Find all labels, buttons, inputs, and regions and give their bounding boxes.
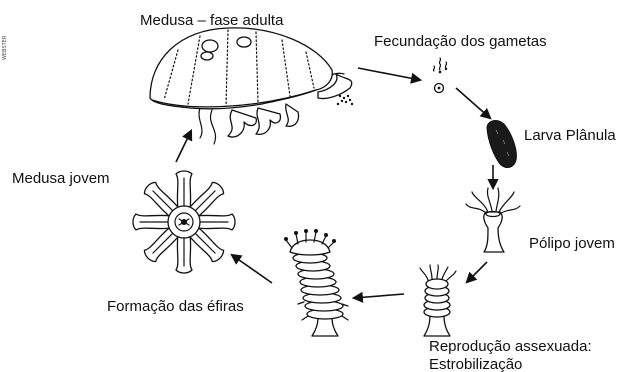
arrow-gametes-to-larva: [456, 88, 490, 118]
label-polipo: Pólipo jovem: [529, 235, 615, 252]
label-fecundacao: Fecundação dos gametas: [374, 33, 547, 50]
label-reproducao-1: Reprodução assexuada:: [429, 338, 592, 355]
arrow-ephyrae-to-young: [232, 255, 272, 283]
young-medusa-illustration: [133, 171, 235, 273]
arrow-strobila-to-ephyrae: [354, 294, 404, 298]
young-polyp-illustration: [466, 188, 520, 252]
side-mark: WEBSTER: [2, 35, 8, 60]
label-efiras: Formação das éfiras: [107, 298, 244, 315]
arrow-medusa-to-gametes: [358, 68, 420, 80]
arrow-polyp-to-strobila: [467, 262, 487, 282]
label-larva: Larva Plânula: [524, 127, 616, 144]
label-reproducao-2: Estrobilização: [429, 356, 522, 372]
gametes-illustration: [433, 58, 447, 93]
arrow-young-to-adult: [176, 131, 191, 162]
adult-medusa-illustration: [150, 28, 353, 144]
label-medusa-adulta: Medusa – fase adulta: [140, 12, 284, 29]
ephyrae-formation-illustration: [284, 229, 348, 336]
strobila-illustration: [420, 265, 456, 336]
label-medusa-jovem: Medusa jovem: [12, 170, 110, 187]
planula-larva-illustration: [487, 121, 516, 168]
